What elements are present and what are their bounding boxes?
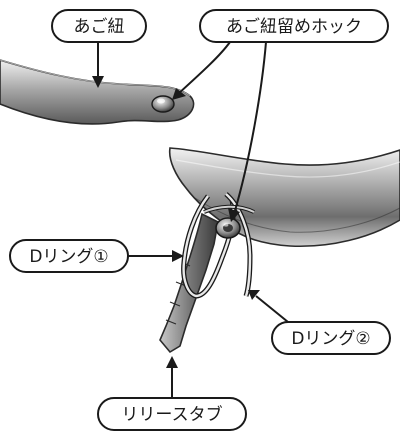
label-release-tab: リリースタブ [121,404,222,425]
label-d-ring-2: Dリング② [291,329,370,349]
d-ring-1-illustration [181,194,236,299]
label-chin-strap: あご紐 [74,17,125,37]
callout-chin-strap: あご紐 [51,9,147,88]
hook-socket-illustration [215,217,241,239]
callout-chin-strap-hook: あご紐留めホック [172,9,389,222]
label-d-ring-1: Dリング① [29,247,108,267]
callout-release-tab: リリースタブ [97,356,247,431]
chin-strap-illustration [0,59,195,125]
callout-d-ring-1: Dリング① [9,239,184,273]
callout-d-ring-2: Dリング② [248,290,391,355]
label-chin-strap-hook: あご紐留めホック [226,17,362,37]
hook-stud-illustration [151,95,175,113]
